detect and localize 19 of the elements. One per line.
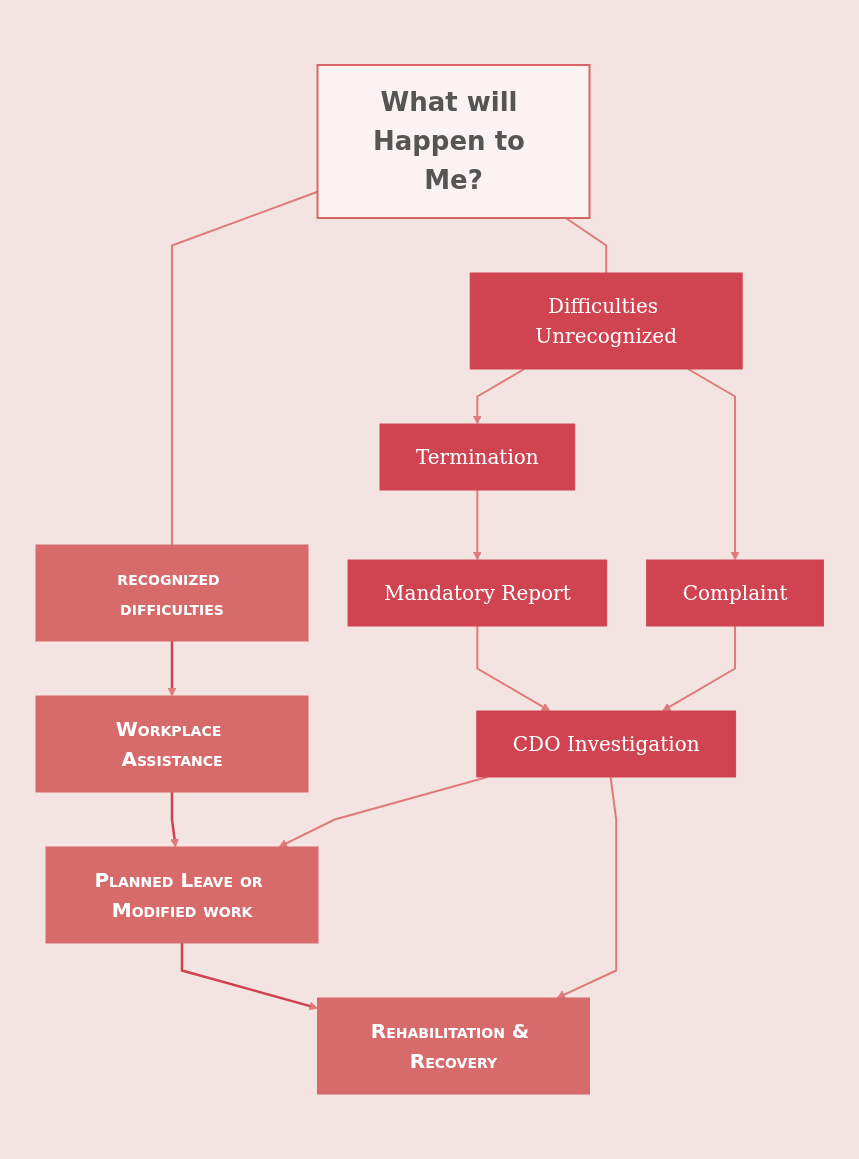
- arrow: [472, 489, 482, 561]
- arrow: [661, 625, 736, 712]
- node-box: Termination: [379, 423, 575, 491]
- node-box: recognized difficulties: [35, 544, 309, 642]
- node-box: Mandatory Report: [347, 559, 607, 627]
- node-box: What will Happen to Me?: [316, 64, 591, 219]
- node-box: Rehabilitation & Recovery: [316, 997, 590, 1095]
- node-box: Planned Leave or Modified work: [45, 846, 319, 944]
- arrow: [476, 625, 551, 712]
- arrow: [167, 641, 177, 697]
- node-box: Workplace Assistance: [35, 695, 309, 793]
- arrow: [472, 368, 526, 425]
- arrow: [170, 792, 179, 848]
- node-box: Complaint: [645, 559, 824, 627]
- arrow: [556, 776, 617, 999]
- connector: [564, 217, 607, 274]
- arrow: [180, 943, 318, 1011]
- node-box: CDO Investigation: [476, 710, 736, 778]
- node-box: Difficulties Unrecognized: [469, 272, 743, 370]
